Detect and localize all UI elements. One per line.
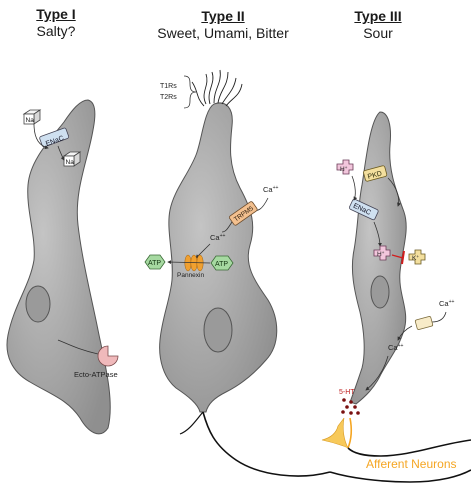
pannexin-label: Pannexin xyxy=(177,272,204,279)
na-top-label: Na xyxy=(26,117,35,124)
serotonin-label: 5-HT xyxy=(339,389,355,396)
neuron-terminal xyxy=(322,418,348,448)
receptor-brace xyxy=(184,76,196,108)
type-iii-cell xyxy=(350,112,406,404)
type-iii-ca-channel xyxy=(415,316,433,330)
afferent-neurons-label: Afferent Neurons xyxy=(366,457,457,471)
t1rs-label: T1Rs xyxy=(160,83,177,90)
type-i-nucleus xyxy=(26,286,50,322)
t2rs-label: T2Rs xyxy=(160,94,177,101)
type-iii-neuron-fiber xyxy=(348,440,471,456)
type-ii-ca-out-label: Ca++ xyxy=(263,185,279,194)
type-i-cell xyxy=(7,100,110,434)
ecto-atpase-icon xyxy=(98,346,118,366)
na-bottom-label: Na xyxy=(66,159,75,166)
atp-right-label: ATP xyxy=(215,261,228,268)
type-iii-ca-in-label: Ca++ xyxy=(388,343,404,352)
atp-left-label: ATP xyxy=(148,260,161,267)
type-iii-nucleus xyxy=(371,276,389,308)
afferent-neuron-fiber xyxy=(330,470,471,482)
type-ii-neuron-branch xyxy=(180,412,203,434)
type-iii-ca-curve xyxy=(432,312,446,322)
type-iii-ca-out-label: Ca++ xyxy=(439,299,455,308)
neuron-terminal-fiber xyxy=(348,418,351,448)
ecto-atpase-label: Ecto-ATPase xyxy=(74,370,118,379)
type-ii-neuron-fiber xyxy=(203,412,330,476)
type-ii-nucleus xyxy=(204,308,232,352)
type-ii-microvilli xyxy=(192,70,242,106)
h-to-enac-arrow xyxy=(352,176,355,200)
